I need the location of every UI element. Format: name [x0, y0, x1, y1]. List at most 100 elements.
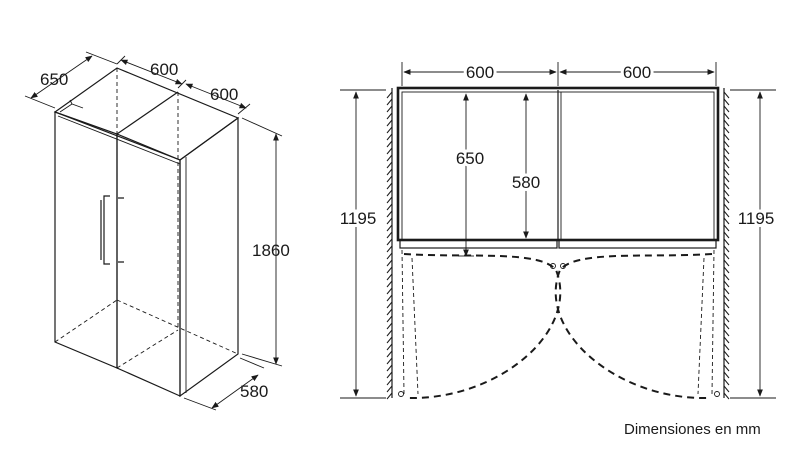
- wall-hatch-stroke: [723, 189, 730, 197]
- right-door-front: [116, 133, 181, 397]
- left-door-open-outline: [401, 249, 419, 395]
- iso-width-right-label: 600: [210, 85, 238, 104]
- hidden-edge-base-3: [116, 329, 179, 369]
- wall-hatch-stroke: [386, 98, 393, 106]
- right-wall-hatching: [723, 91, 730, 400]
- iso-base-depth-label: 580: [240, 382, 268, 401]
- wall-hatch-stroke: [386, 175, 393, 183]
- wall-hatch-stroke: [723, 210, 730, 218]
- wall-hatch-stroke: [386, 273, 393, 281]
- iso-height-label: 1860: [252, 241, 290, 260]
- wall-hatch-stroke: [386, 315, 393, 323]
- wall-hatch-stroke: [386, 147, 393, 155]
- wall-hatch-stroke: [386, 350, 393, 358]
- wall-hatch-stroke: [386, 336, 393, 344]
- wall-hatch-stroke: [386, 105, 393, 113]
- wall-hatch-stroke: [386, 385, 393, 393]
- wall-hatch-stroke: [723, 266, 730, 274]
- wall-hatch-stroke: [723, 273, 730, 281]
- hidden-edge-base-2: [116, 299, 239, 355]
- wall-hatch-stroke: [723, 119, 730, 127]
- wall-hatch-stroke: [723, 217, 730, 225]
- right-door-open-outline: [697, 249, 715, 395]
- wall-hatch-stroke: [386, 168, 393, 176]
- wall-hatch-stroke: [386, 301, 393, 309]
- plan-left-clearance-label: 1195: [340, 209, 377, 228]
- wall-hatch-stroke: [723, 252, 730, 260]
- wall-hatch-stroke: [386, 343, 393, 351]
- wall-hatch-stroke: [723, 392, 730, 400]
- top-divider-line: [116, 91, 179, 135]
- right-door-closed: [558, 239, 717, 249]
- wall-hatch-stroke: [723, 371, 730, 379]
- wall-hatch-stroke: [386, 161, 393, 169]
- wall-hatch-stroke: [723, 182, 730, 190]
- fridge-side-face: [179, 116, 239, 398]
- wall-hatch-stroke: [723, 301, 730, 309]
- wall-hatch-stroke: [723, 224, 730, 232]
- left-door-swing-arc: [403, 253, 562, 400]
- depth-dimension-line: [30, 55, 93, 99]
- wall-hatch-stroke: [723, 329, 730, 337]
- wall-hatch-stroke: [386, 266, 393, 274]
- wall-hatch-stroke: [386, 371, 393, 379]
- wall-hatch-stroke: [723, 238, 730, 246]
- plan-width-right-label: 600: [623, 63, 651, 82]
- wall-hatch-stroke: [386, 294, 393, 302]
- wall-hatch-stroke: [723, 378, 730, 386]
- wall-hatch-stroke: [386, 189, 393, 197]
- wall-hatch-stroke: [386, 231, 393, 239]
- wall-hatch-stroke: [386, 259, 393, 267]
- wall-hatch-stroke: [723, 140, 730, 148]
- wall-hatch-stroke: [386, 119, 393, 127]
- wall-hatch-stroke: [723, 126, 730, 134]
- wall-hatch-stroke: [723, 308, 730, 316]
- wall-hatch-stroke: [723, 336, 730, 344]
- right-width-dimension-line: [185, 83, 247, 109]
- wall-hatch-stroke: [723, 294, 730, 302]
- wall-hatch-stroke: [723, 112, 730, 120]
- top-lip-detail: [59, 99, 84, 113]
- right-door-swing-arc: [554, 253, 713, 400]
- wall-hatch-stroke: [386, 392, 393, 400]
- wall-hatch-stroke: [723, 231, 730, 239]
- plan-right-clearance-label: 1195: [738, 209, 775, 228]
- base-depth-dimension-line: [211, 374, 259, 409]
- wall-hatch-stroke: [386, 224, 393, 232]
- wall-hatch-stroke: [723, 343, 730, 351]
- units-note: Dimensiones en mm: [624, 421, 761, 438]
- wall-hatch-stroke: [386, 245, 393, 253]
- wall-hatch-stroke: [723, 91, 730, 99]
- wall-hatch-stroke: [386, 154, 393, 162]
- wall-hatch-stroke: [386, 280, 393, 288]
- left-door-front: [54, 111, 118, 369]
- wall-hatch-stroke: [386, 196, 393, 204]
- iso-width-left-label: 600: [150, 60, 178, 79]
- wall-hatch-stroke: [723, 259, 730, 267]
- wall-hatch-stroke: [386, 238, 393, 246]
- wall-hatch-stroke: [723, 385, 730, 393]
- wall-hatch-stroke: [386, 329, 393, 337]
- wall-hatch-stroke: [386, 287, 393, 295]
- wall-hatch-stroke: [386, 91, 393, 99]
- left-door-closed: [399, 239, 558, 249]
- plan-view: 600 600 650 580 1195 1195: [337, 60, 777, 400]
- wall-hatch-stroke: [723, 280, 730, 288]
- wall-hatch-stroke: [386, 378, 393, 386]
- wall-hatch-stroke: [723, 322, 730, 330]
- wall-hatch-stroke: [386, 364, 393, 372]
- wall-hatch-stroke: [723, 357, 730, 365]
- plan-left-depth-label: 650: [456, 149, 484, 168]
- wall-hatch-stroke: [723, 196, 730, 204]
- wall-hatch-stroke: [723, 245, 730, 253]
- wall-hatch-stroke: [386, 210, 393, 218]
- wall-hatch-stroke: [723, 147, 730, 155]
- wall-hatch-stroke: [386, 112, 393, 120]
- wall-hatch-stroke: [386, 217, 393, 225]
- wall-hatch-stroke: [723, 175, 730, 183]
- wall-hatch-stroke: [723, 287, 730, 295]
- wall-hatch-stroke: [386, 308, 393, 316]
- top-rim: [57, 115, 181, 165]
- wall-hatch-stroke: [386, 252, 393, 260]
